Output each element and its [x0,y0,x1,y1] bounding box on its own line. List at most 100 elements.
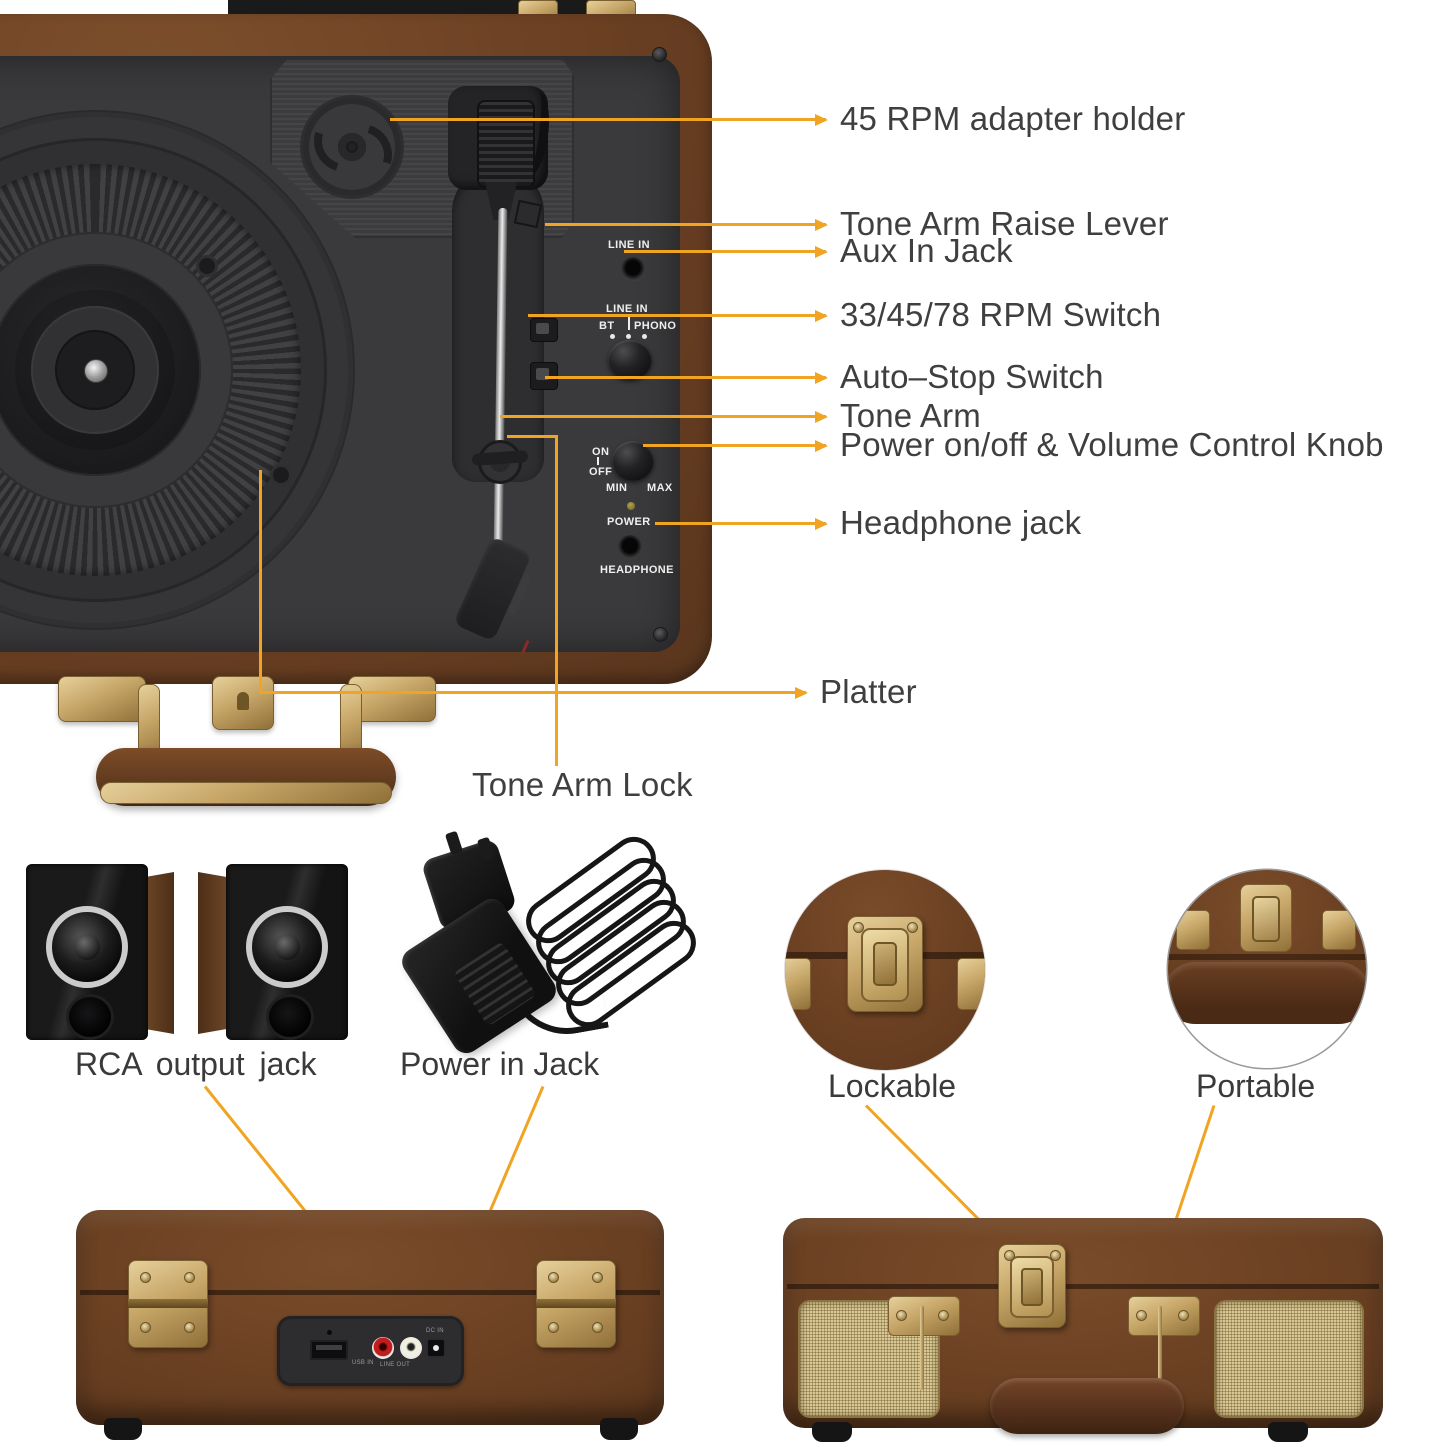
hinge-screw [548,1272,559,1283]
rear-hinge-right-pin [536,1299,616,1308]
tone-arm-raise-lever [513,199,543,229]
callout-line [259,691,806,694]
callout-label-45rpm: 45 RPM adapter holder [840,100,1186,137]
portable-plate-left [1176,910,1210,950]
lockable-latch-slot [873,942,897,986]
line-in-jack-label: LINE IN [608,239,650,251]
usb-port-tongue [316,1345,342,1350]
lockable-closeup [785,870,985,1070]
callout-label-aux-in: Aux In Jack [840,232,1013,269]
callout-line [624,250,826,253]
callout-line [655,522,826,525]
rear-hinge-left-pin [128,1299,208,1308]
platter-finger-hole-2 [270,464,292,486]
front-foot-right [1268,1422,1308,1442]
callout-line [259,470,262,694]
headphone-jack [618,535,642,559]
callout-label-tone-arm-lock: Tone Arm Lock [472,766,693,803]
headphone-label: HEADPHONE [600,564,674,576]
platter-finger-hole-1 [196,255,218,277]
rpm-switch-knob [536,323,549,334]
rear-foot-left [104,1418,142,1440]
front-clip-wire-left [920,1306,924,1390]
selector-pointer [628,317,630,330]
lockable-side-plate-right [957,958,985,1010]
callout-label-headphone: Headphone jack [840,504,1082,541]
plug-pin-1 [444,830,464,856]
callout-arrowhead [815,114,828,126]
aux-in-jack [621,257,645,281]
power-led-label: POWER [607,516,651,528]
lockable-latch-clasp [861,928,909,1002]
front-latch-rivet [1050,1250,1061,1261]
front-latch-slot [1021,1268,1043,1306]
callout-line [545,376,826,379]
speaker-left-side-panel [146,872,174,1034]
rpm45-hub [338,133,366,161]
lockable-rivet-right [907,922,918,933]
hinge-screw [184,1272,195,1283]
rca-jack-white [400,1337,422,1359]
hinge-screw [184,1322,195,1333]
lockable-side-plate-left [785,958,811,1010]
callout-line [528,314,826,317]
callout-arrowhead [795,687,808,699]
hinge-screw [592,1272,603,1283]
clip-rivet [1178,1310,1189,1321]
callout-arrowhead [815,518,828,530]
carry-handle-front-view [990,1378,1184,1434]
selector-dot-bt [610,334,615,339]
volume-min-label: MIN [606,482,628,494]
power-led [627,502,635,510]
deck-screw-top [652,47,667,62]
selector-phono-label: PHONO [634,320,677,332]
callout-label-auto-stop: Auto–Stop Switch [840,358,1104,395]
callout-line [390,118,826,121]
caption-lockable: Lockable [828,1068,957,1104]
selector-bt-label: BT [599,320,615,332]
callout-label-platter: Platter [820,673,917,710]
hinge-screw [548,1322,559,1333]
top-view-latch-right [348,676,436,722]
clip-rivet [1136,1310,1147,1321]
callout-line [500,415,826,418]
portable-latch-slot [1252,896,1280,942]
callout-label-raise-lever: Tone Arm Raise Lever [840,205,1169,242]
lockable-rivet-left [853,922,864,933]
volume-max-label: MAX [647,482,673,494]
caption-portable: Portable [1196,1068,1316,1104]
power-volume-knob [612,441,654,481]
usb-port-label: USB IN [352,1360,374,1366]
front-clip-wire-right [1158,1306,1162,1390]
handle-brass-trim [100,782,392,804]
callout-arrowhead [815,310,828,322]
power-on-label: ON [592,446,610,458]
callout-arrowhead [815,219,828,231]
selector-dot-phono [642,334,647,339]
on-off-tick [597,457,599,465]
callout-arrowhead [815,372,828,384]
portable-closeup [1168,870,1366,1068]
rca-jack-red [372,1337,394,1359]
rear-foot-right [600,1418,638,1440]
rear-lid-seam [80,1290,660,1295]
function-selector-knob [608,340,652,380]
speaker-left-port [66,994,114,1040]
hinge-screw [140,1322,151,1333]
hinge-screw [592,1322,603,1333]
line-out-label: LINE OUT [380,1362,411,1368]
portable-seam [1168,954,1366,960]
reset-pinhole [327,1330,332,1335]
callout-line [555,435,558,766]
speaker-right-side-panel [198,872,226,1034]
center-lock-keyhole [237,692,249,710]
deck-screw-bottom [653,627,668,642]
power-off-label: OFF [589,466,613,478]
callout-line [507,435,558,438]
front-grille-right [1214,1300,1364,1418]
callout-arrowhead [815,411,828,423]
callout-arrowhead [815,440,828,452]
callout-label-tone-arm: Tone Arm [840,397,981,434]
clip-rivet [938,1310,949,1321]
callout-line [545,223,826,226]
